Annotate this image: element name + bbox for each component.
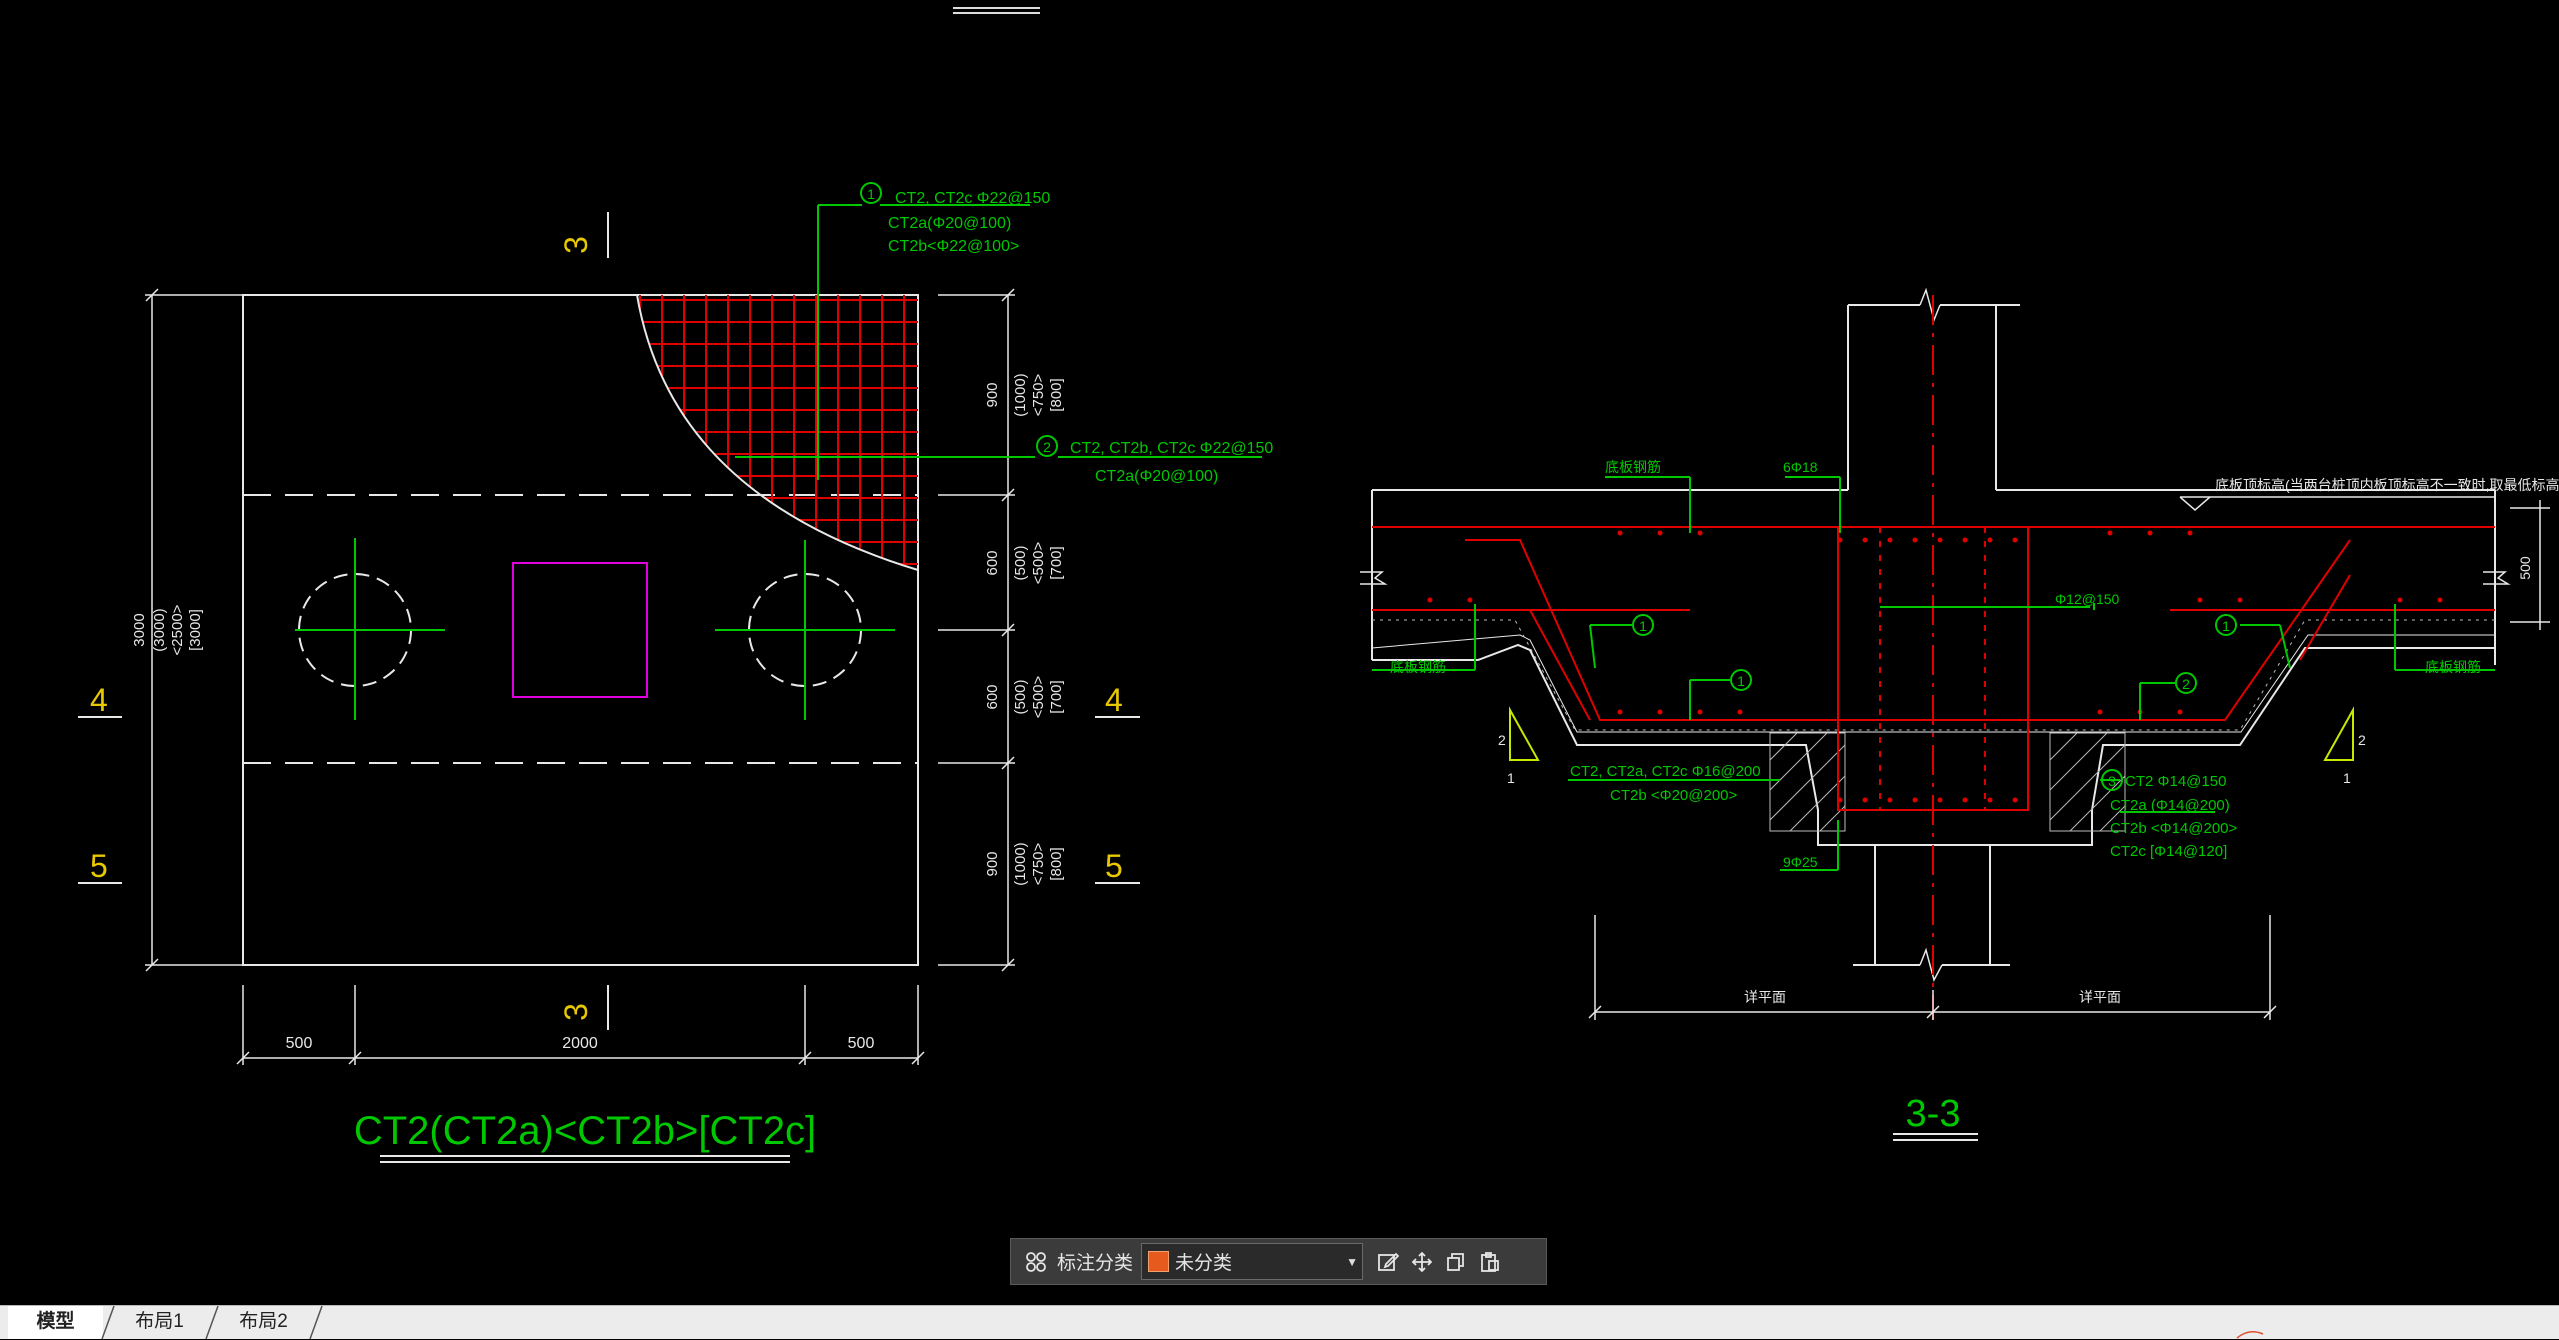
tab-layout1[interactable]: 布局1 <box>112 1306 207 1339</box>
dim-bottom-right: 详平面 <box>2079 989 2121 1005</box>
section-mark-5-left: 5 <box>90 848 108 884</box>
label-top-rebar: 底板钢筋 <box>1605 459 1661 475</box>
dim-right-4-main: 900 <box>984 851 1001 876</box>
callout-2-number: 2 <box>1043 439 1051 455</box>
edit-icon[interactable] <box>1371 1245 1405 1279</box>
callout-left-line-1: CT2, CT2a, CT2c Φ16@200 <box>1570 763 1761 780</box>
dim-left-alt1: (3000) <box>151 608 168 651</box>
plan-view: 3 3 4 5 4 5 500 2000 500 3000 ( <box>78 182 1273 1163</box>
section-mark-5-right: 5 <box>1105 848 1123 884</box>
category-select-value: 未分类 <box>1175 1253 1233 1274</box>
circle-1-left: 1 <box>1639 618 1647 634</box>
move-icon[interactable] <box>1405 1245 1439 1279</box>
rebar-grid <box>637 295 918 570</box>
dim-right-2-main: 600 <box>984 550 1001 575</box>
dim-500: 500 <box>2517 556 2533 580</box>
toolbar-label: 标注分类 <box>1057 1253 1134 1274</box>
tab-model[interactable]: 模型 <box>8 1306 103 1339</box>
dim-right-3-a: (500) <box>1012 679 1029 714</box>
dim-right-4-c: [800] <box>1048 847 1065 880</box>
copy-icon[interactable] <box>1439 1245 1473 1279</box>
dim-right-1-c: [800] <box>1048 378 1065 411</box>
dim-right-2-b: <500> <box>1030 541 1047 584</box>
callout-1-line-2: CT2a(Φ20@100) <box>888 215 1011 232</box>
circle-1-right: 1 <box>2222 618 2230 634</box>
section-title: 3-3 <box>1906 1093 1961 1135</box>
circle-3: 3 <box>2108 773 2116 789</box>
label-6d18: 6Φ18 <box>1783 459 1818 475</box>
cad-drawing-canvas[interactable]: 3 3 4 5 4 5 500 2000 500 3000 ( <box>0 0 2559 1305</box>
section-mark-top: 3 <box>558 236 594 254</box>
category-select[interactable]: 未分类 ▼ <box>1141 1243 1364 1280</box>
tab-model-label: 模型 <box>36 1311 75 1332</box>
callout-1-line-3: CT2b<Φ22@100> <box>888 238 1019 255</box>
tab-layout1-label: 布局1 <box>135 1311 184 1332</box>
callout-2-line-1: CT2, CT2b, CT2c Φ22@150 <box>1070 440 1273 457</box>
plan-title: CT2(CT2a)<CT2b>[CT2c] <box>354 1109 816 1153</box>
dim-right-4-b: <750> <box>1030 842 1047 885</box>
note-slab-elevation: 底板顶标高(当两台桩顶内板顶标高不一致时,取最低标高) <box>2215 477 2559 493</box>
circle-1-mid: 1 <box>1737 673 1745 689</box>
slope-left-h: 1 <box>1507 770 1515 786</box>
chevron-down-icon: ▼ <box>1346 1254 1358 1269</box>
dim-right-2-c: [700] <box>1048 546 1065 579</box>
tab-layout2[interactable]: 布局2 <box>216 1306 311 1339</box>
dim-bottom-2: 2000 <box>562 1035 598 1052</box>
section-mark-bottom: 3 <box>558 1003 594 1021</box>
dim-right-3-main: 600 <box>984 684 1001 709</box>
dim-right-1-b: <750> <box>1030 373 1047 416</box>
callout-3-line-4: CT2c [Φ14@120] <box>2110 843 2227 860</box>
dim-right-1-main: 900 <box>984 382 1001 407</box>
dim-left-alt3: [3000] <box>187 609 204 651</box>
slope-left-v: 2 <box>1498 732 1506 748</box>
cad-drawing-svg: 3 3 4 5 4 5 500 2000 500 3000 ( <box>78 7 2559 1163</box>
section-view: 1 1 2 1 3 底板钢筋 6Φ18 Φ12@150 底板钢筋 底板钢筋 CT… <box>1360 287 2559 1141</box>
annotation-toolbar: 标注分类 未分类 ▼ <box>1010 1238 1547 1285</box>
tab-layout2-label: 布局2 <box>239 1311 288 1332</box>
slope-right-v: 2 <box>2358 732 2366 748</box>
dim-right-3-c: [700] <box>1048 680 1065 713</box>
dim-bottom-1: 500 <box>286 1035 313 1052</box>
callout-left-line-2: CT2b <Φ20@200> <box>1610 787 1738 804</box>
label-right-lower-rebar: 底板钢筋 <box>2425 659 2481 675</box>
callout-3-line-1: CT2 Φ14@150 <box>2125 773 2226 790</box>
layout-tab-bar: 模型 布局1 布局2 <box>0 1305 2559 1339</box>
section-mark-4-right: 4 <box>1105 682 1123 718</box>
label-left-lower-rebar: 底板钢筋 <box>1390 659 1446 675</box>
label-9d25: 9Φ25 <box>1783 854 1818 870</box>
callout-2-line-2: CT2a(Φ20@100) <box>1095 468 1218 485</box>
dim-bottom-3: 500 <box>848 1035 875 1052</box>
dim-right-4-a: (1000) <box>1012 842 1029 885</box>
slope-right-h: 1 <box>2343 770 2351 786</box>
callout-1-line-1: CT2, CT2c Φ22@150 <box>895 190 1050 207</box>
dim-bottom-left: 详平面 <box>1744 989 1786 1005</box>
grid-icon[interactable] <box>1019 1245 1053 1279</box>
paste-icon[interactable] <box>1473 1245 1507 1279</box>
callout-3-line-2: CT2a (Φ14@200) <box>2110 797 2230 814</box>
dim-right-3-b: <500> <box>1030 675 1047 718</box>
dim-left-alt2: <2500> <box>169 604 186 655</box>
section-mark-4-left: 4 <box>90 682 108 718</box>
dim-right-2-a: (500) <box>1012 545 1029 580</box>
circle-2-right: 2 <box>2182 676 2190 692</box>
callout-1-number: 1 <box>867 186 875 202</box>
dim-right-1-a: (1000) <box>1012 373 1029 416</box>
dim-left-main: 3000 <box>131 613 148 646</box>
label-phi12: Φ12@150 <box>2055 591 2120 607</box>
category-color-swatch <box>1148 1251 1170 1272</box>
callout-3-line-3: CT2b <Φ14@200> <box>2110 820 2238 837</box>
